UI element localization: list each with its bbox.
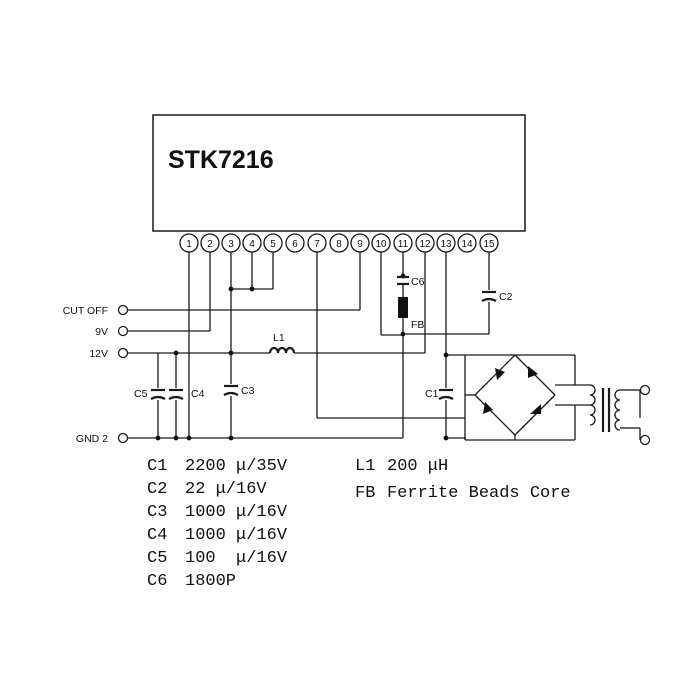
terminal-12v: 12V (89, 347, 129, 360)
pin-5: 5 (263, 233, 283, 253)
legend-ref: C1 (147, 457, 167, 476)
pin-1-label: 1 (186, 239, 192, 250)
pin-3-label: 3 (228, 239, 234, 250)
capacitor-c6: C6 (397, 275, 425, 288)
legend-row: FB Ferrite Beads Core (355, 484, 571, 503)
c6-label: C6 (411, 276, 425, 288)
legend-row: C1 2200 μ/35V (147, 457, 288, 476)
legend-ref: L1 (355, 457, 375, 476)
inductor-l1: L1 (268, 332, 296, 354)
pin-15: 15 (479, 233, 499, 253)
c3-label: C3 (241, 385, 255, 397)
legend-row: C3 1000 μ/16V (147, 503, 288, 522)
legend-ref: C6 (147, 572, 167, 591)
pin-7-label: 7 (314, 239, 320, 250)
terminal-cut-off: CUT OFF (63, 304, 129, 317)
legend-value: 22 μ/16V (185, 480, 267, 499)
legend-ref: C4 (147, 526, 167, 545)
legend-ref: FB (355, 484, 375, 503)
legend-ref: C3 (147, 503, 167, 522)
capacitor-c2: C2 (481, 290, 513, 303)
pin-14: 14 (457, 233, 477, 253)
c5-label: C5 (134, 388, 148, 400)
pin-11-label: 11 (398, 239, 409, 250)
component-legend: C1 2200 μ/35V C2 22 μ/16V C3 1000 μ/16V C4 1… (147, 457, 571, 591)
legend-value: 1800P (185, 572, 236, 591)
pin-6-label: 6 (292, 239, 298, 250)
legend-value: 1000 μ/16V (185, 526, 288, 545)
pin-2-label: 2 (207, 239, 213, 250)
terminal-12v-label: 12V (89, 348, 108, 360)
pin-7: 7 (307, 233, 327, 253)
legend-ref: C5 (147, 549, 167, 568)
pin-12-label: 12 (419, 239, 431, 250)
legend-row: C4 1000 μ/16V (147, 526, 288, 545)
pin-11: 11 (393, 233, 413, 253)
terminal-gnd-label: GND 2 (76, 433, 108, 445)
legend-ref: C2 (147, 480, 167, 499)
c1-label: C1 (425, 388, 439, 400)
legend-row: L1 200 μH (355, 457, 448, 476)
ic-body (152, 114, 526, 232)
wiring (128, 252, 641, 441)
legend-row: C6 1800P (147, 572, 236, 591)
pin-3: 3 (221, 233, 241, 253)
legend-value: 2200 μ/35V (185, 457, 288, 476)
fb-label: FB (411, 319, 424, 331)
capacitor-c1: C1 (425, 388, 454, 400)
ac-terminal-top (639, 384, 651, 396)
pin-14-label: 14 (461, 239, 473, 250)
pin-4-label: 4 (249, 239, 255, 250)
legend-value: 100 μ/16V (185, 549, 288, 568)
pin-12: 12 (415, 233, 435, 253)
ac-terminal-bottom (639, 434, 651, 446)
legend-value: 1000 μ/16V (185, 503, 288, 522)
terminal-9v-label: 9V (95, 326, 108, 338)
terminal-cut-off-label: CUT OFF (63, 305, 108, 317)
pin-5-label: 5 (270, 239, 276, 250)
ferrite-bead-fb: FB (398, 297, 424, 331)
c2-label: C2 (499, 291, 513, 303)
pin-13: 13 (436, 233, 456, 253)
legend-row: C2 22 μ/16V (147, 480, 267, 499)
capacitor-c3: C3 (223, 384, 255, 397)
legend-row: C5 100 μ/16V (147, 549, 288, 568)
ic-pin-row: 1 2 3 4 5 6 7 8 9 10 11 12 13 14 15 (179, 233, 499, 253)
pin-9: 9 (350, 233, 370, 253)
pin-6: 6 (285, 233, 305, 253)
pin-8-label: 8 (336, 239, 342, 250)
ic-name: STK7216 (168, 146, 274, 174)
bridge-rectifier (465, 354, 556, 440)
pin-15-label: 15 (483, 239, 495, 250)
pin-1: 1 (179, 233, 199, 253)
legend-value: Ferrite Beads Core (387, 484, 571, 503)
terminal-9v: 9V (95, 325, 129, 338)
pin-4: 4 (242, 233, 262, 253)
legend-value: 200 μH (387, 457, 448, 476)
pin-10-label: 10 (375, 239, 387, 250)
junction-dots (155, 273, 449, 441)
capacitor-c4: C4 (168, 388, 205, 400)
pin-10: 10 (371, 233, 391, 253)
pin-9-label: 9 (357, 239, 363, 250)
capacitor-c5: C5 (134, 388, 166, 400)
transformer (589, 384, 628, 432)
pin-2: 2 (200, 233, 220, 253)
terminal-gnd: GND 2 (76, 432, 129, 445)
pin-13-label: 13 (440, 239, 452, 250)
c4-label: C4 (191, 388, 205, 400)
pin-8: 8 (329, 233, 349, 253)
l1-label: L1 (273, 332, 285, 344)
